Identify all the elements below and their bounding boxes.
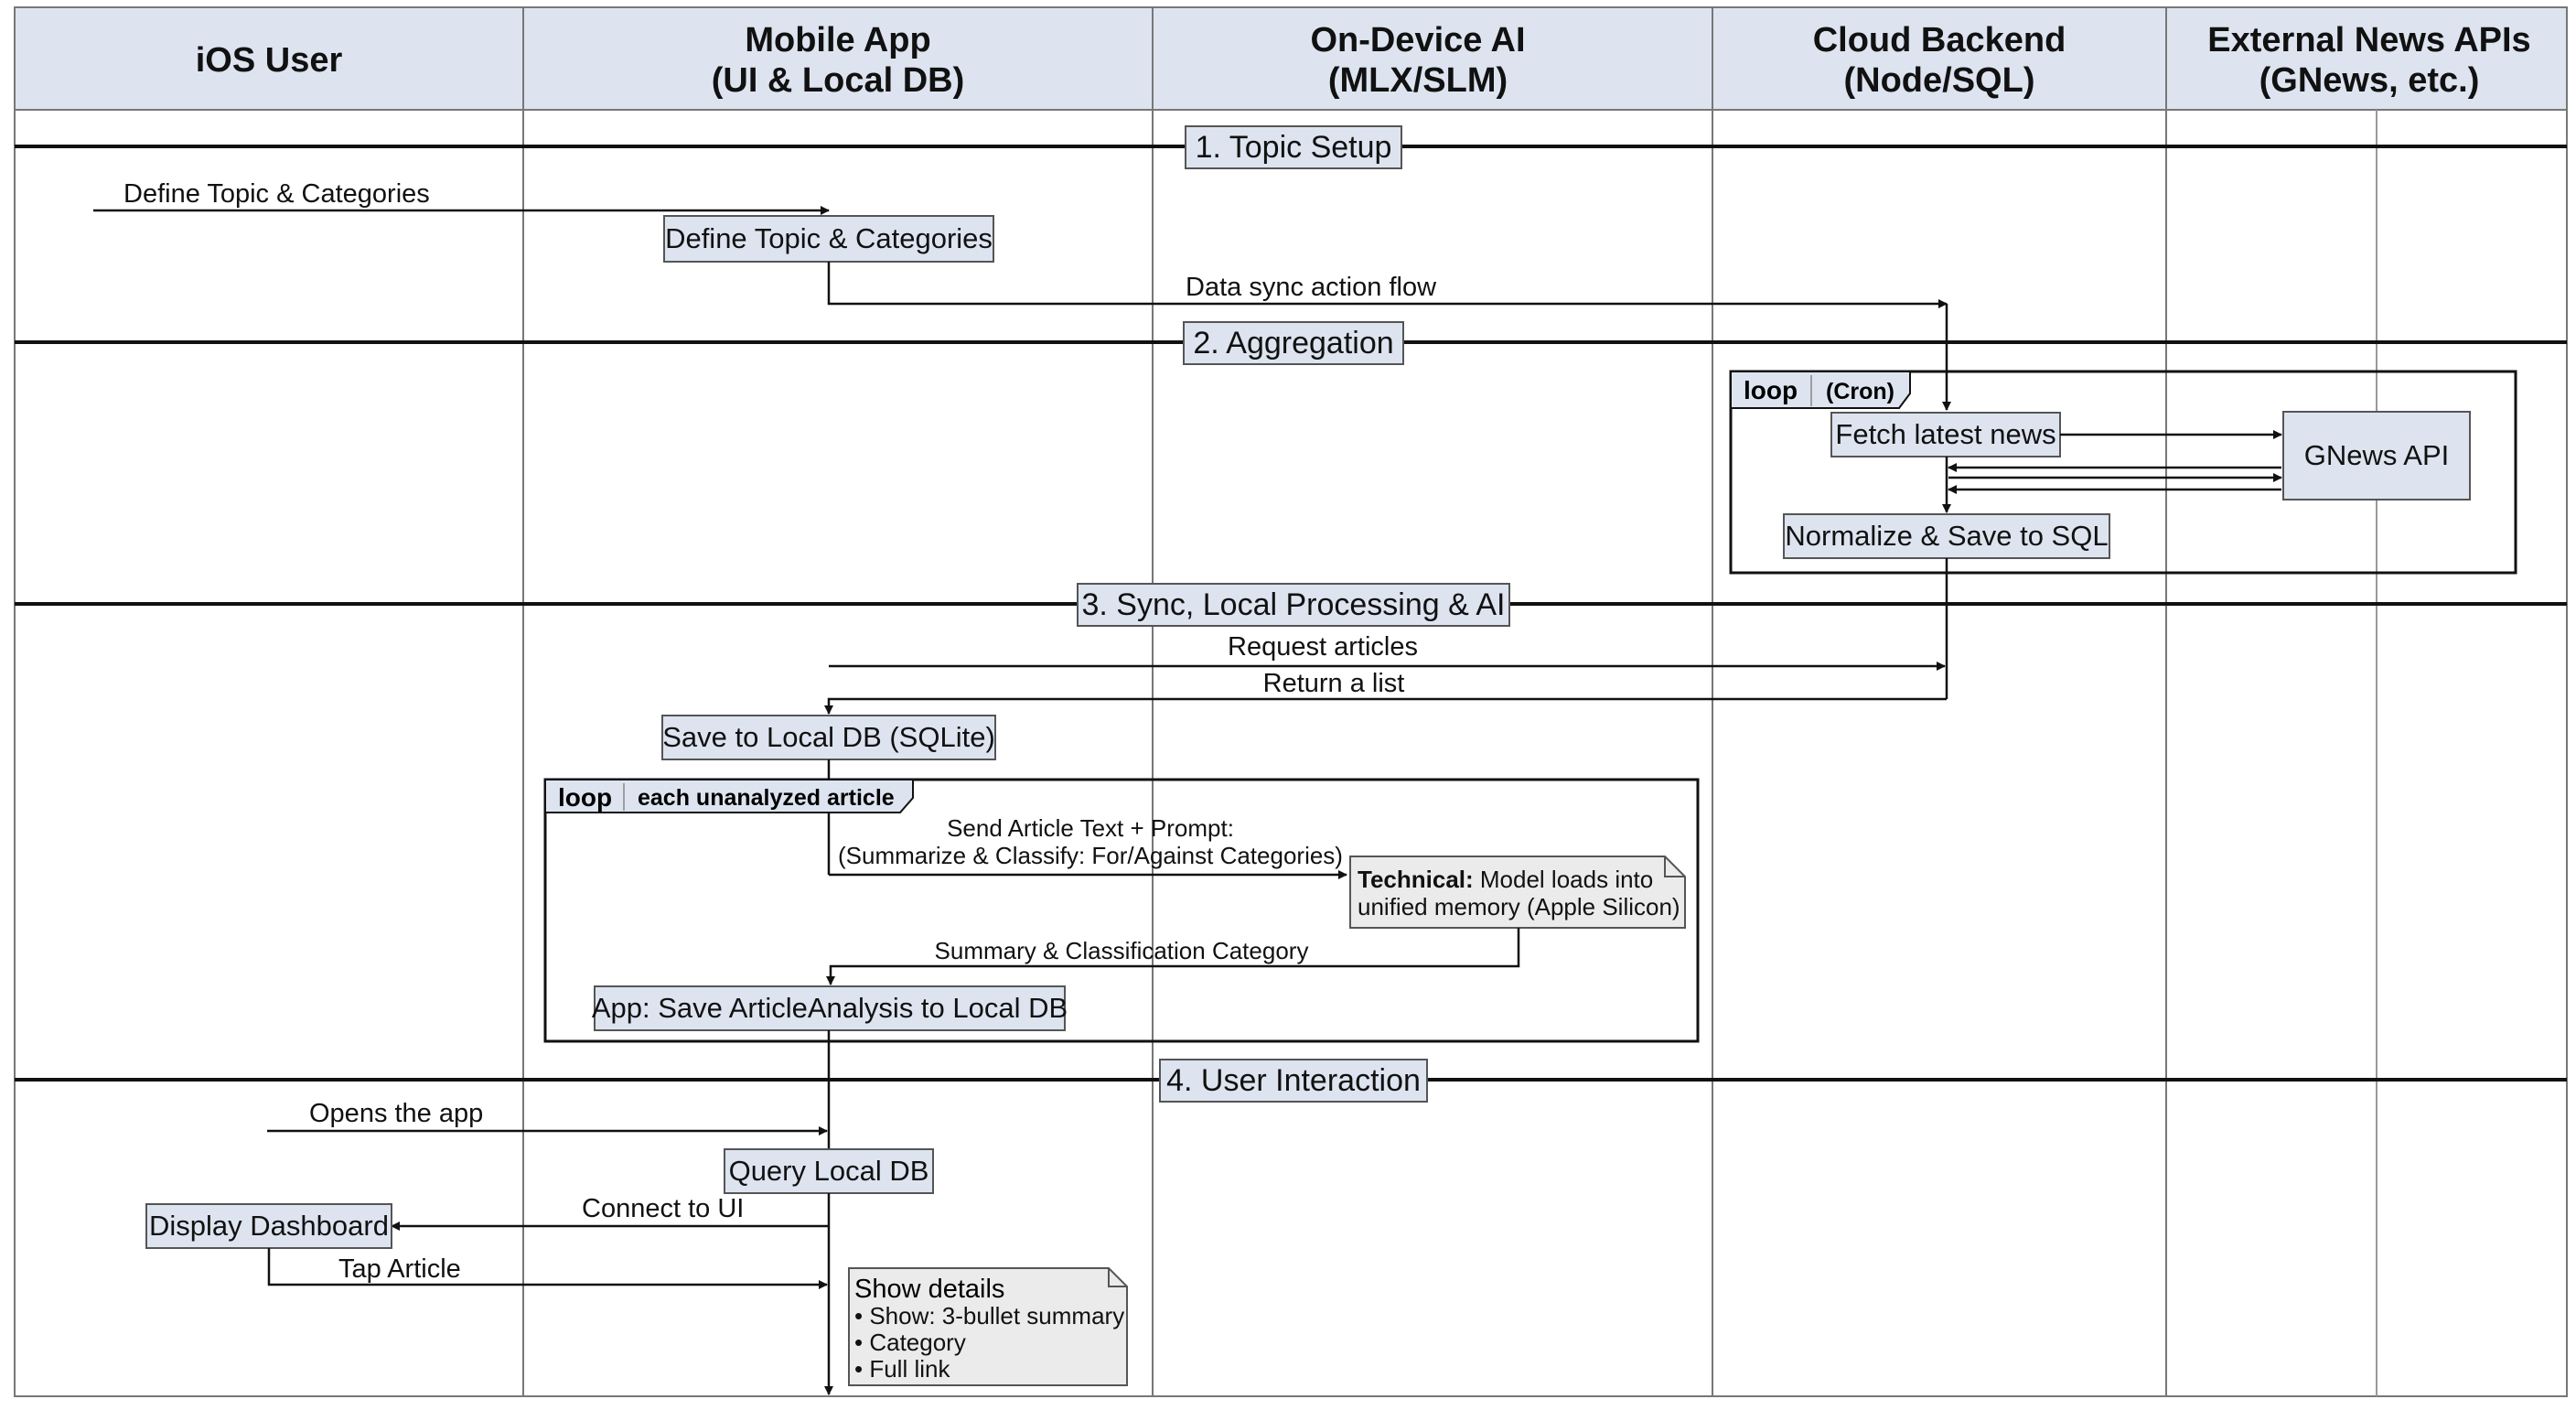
note-technical-rest: Model loads into bbox=[1474, 866, 1654, 893]
header-external-apis-sub: (GNews, etc.) bbox=[2259, 61, 2480, 100]
box-query-local-db bbox=[724, 1148, 934, 1194]
message-request-articles: Request articles bbox=[1228, 632, 1418, 662]
header-mobile-app-sub: (UI & Local DB) bbox=[712, 61, 965, 100]
note-details-item: • Show: 3-bullet summary bbox=[854, 1302, 1124, 1329]
message-define-topic: Define Topic & Categories bbox=[123, 179, 430, 209]
section-label-aggregation: 2. Aggregation bbox=[1193, 326, 1393, 361]
section-topic-setup: 1. Topic Setup bbox=[1185, 125, 1402, 169]
box-gnews-api bbox=[2282, 411, 2471, 500]
loop-cron-keyword: loop bbox=[1744, 376, 1798, 404]
note-show-details bbox=[848, 1267, 1128, 1386]
message-connect-ui: Connect to UI bbox=[582, 1194, 744, 1223]
header-on-device-ai-sub: (MLX/SLM) bbox=[1328, 61, 1508, 100]
note-technical-line1: Technical: Model loads into bbox=[1358, 866, 1653, 893]
box-display-dashboard bbox=[145, 1203, 392, 1249]
note-details-item: • Category bbox=[854, 1329, 966, 1356]
message-return-list: Return a list bbox=[1263, 669, 1405, 698]
box-define-topic bbox=[663, 215, 994, 263]
message-send-prompt-1: Send Article Text + Prompt: bbox=[947, 814, 1234, 842]
box-query-local-db-label: Query Local DB bbox=[729, 1155, 929, 1187]
header-mobile-app: Mobile App bbox=[745, 21, 930, 59]
box-save-analysis-label: App: Save ArticleAnalysis to Local DB bbox=[592, 992, 1068, 1024]
loop-cron-condition: (Cron) bbox=[1826, 379, 1894, 404]
header-ios-user: iOS User bbox=[196, 41, 343, 80]
loop-article-keyword: loop bbox=[558, 783, 612, 812]
message-send-prompt-2: (Summarize & Classify: For/Against Categ… bbox=[838, 842, 1343, 869]
note-technical-bold: Technical: bbox=[1358, 866, 1474, 893]
header-band bbox=[14, 6, 2568, 111]
message-summary: Summary & Classification Category bbox=[935, 937, 1309, 964]
loop-article-tab bbox=[544, 779, 914, 813]
box-fetch-news-label: Fetch latest news bbox=[1835, 418, 2055, 450]
box-normalize-label: Normalize & Save to SQL bbox=[1785, 520, 2108, 552]
message-opens-app: Opens the app bbox=[309, 1099, 483, 1128]
section-aggregation: 2. Aggregation bbox=[1183, 321, 1404, 365]
arrow-data-sync bbox=[827, 262, 1948, 308]
note-details-title: Show details bbox=[854, 1275, 1004, 1304]
message-tap-article: Tap Article bbox=[338, 1254, 461, 1284]
section-label-interaction: 4. User Interaction bbox=[1166, 1063, 1421, 1098]
box-gnews-api-label: GNews API bbox=[2304, 439, 2450, 471]
box-save-local-db-label: Save to Local DB (SQLite) bbox=[662, 721, 995, 753]
box-save-analysis bbox=[594, 985, 1066, 1031]
section-sync: 3. Sync, Local Processing & AI bbox=[1077, 583, 1510, 627]
box-fetch-news bbox=[1830, 412, 2061, 457]
loop-cron-tab bbox=[1730, 371, 1911, 409]
section-label-topic-setup: 1. Topic Setup bbox=[1196, 130, 1392, 165]
lane-separators bbox=[522, 7, 2377, 1396]
loop-article-condition: each unanalyzed article bbox=[638, 785, 895, 811]
loop-cron-frame bbox=[1729, 370, 2517, 575]
section-interaction: 4. User Interaction bbox=[1159, 1059, 1428, 1103]
note-technical bbox=[1349, 856, 1686, 929]
section-label-sync: 3. Sync, Local Processing & AI bbox=[1081, 587, 1505, 622]
message-data-sync: Data sync action flow bbox=[1186, 273, 1437, 302]
box-save-local-db bbox=[661, 715, 996, 760]
note-technical-line2: unified memory (Apple Silicon) bbox=[1358, 893, 1680, 920]
header-external-apis: External News APIs bbox=[2207, 21, 2530, 59]
header-cloud-backend: Cloud Backend bbox=[1813, 21, 2066, 59]
loop-article-frame bbox=[543, 778, 1700, 1043]
arrow-tap-article bbox=[267, 1248, 828, 1289]
arrow-summary-return bbox=[826, 928, 1520, 985]
diagram-frame bbox=[14, 6, 2568, 1397]
header-on-device-ai: On-Device AI bbox=[1310, 21, 1525, 59]
header-cloud-backend-sub: (Node/SQL) bbox=[1844, 61, 2035, 100]
column-headers: iOS User Mobile App (UI & Local DB) On-D… bbox=[196, 21, 2531, 100]
arrow-return-list bbox=[824, 697, 1947, 715]
note-details-item: • Full link bbox=[854, 1355, 950, 1383]
box-define-topic-label: Define Topic & Categories bbox=[665, 222, 993, 254]
box-display-dashboard-label: Display Dashboard bbox=[149, 1210, 389, 1242]
